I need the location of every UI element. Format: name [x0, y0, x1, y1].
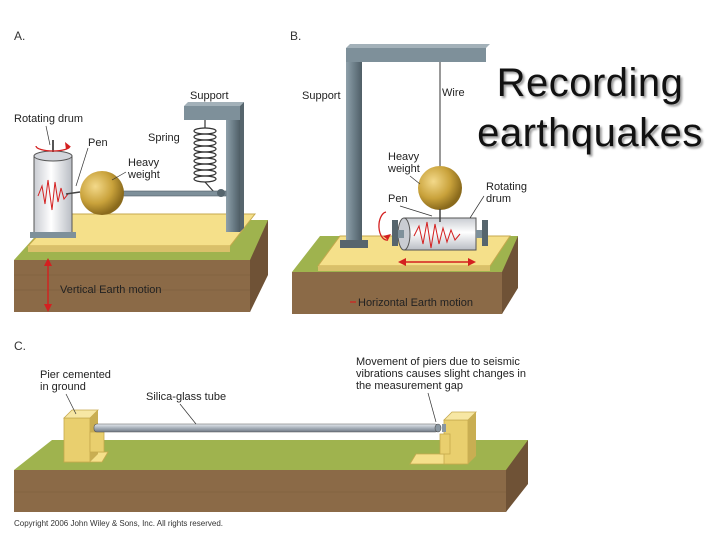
panel-a-letter: A. [14, 29, 25, 43]
left-pier [63, 409, 109, 463]
rotating-drum-label-a: Rotating drum [14, 113, 83, 125]
heavy-weight-b [418, 166, 462, 210]
panel-b-letter: B. [290, 29, 301, 43]
drum-label-b: drum [486, 193, 511, 205]
wire-label-b: Wire [442, 87, 465, 99]
horizontal-motion-label: Horizontal Earth motion [358, 297, 473, 309]
spring-label-a: Spring [148, 132, 180, 144]
pier-label-line2: in ground [40, 381, 86, 393]
vertical-motion-label: Vertical Earth motion [60, 284, 162, 296]
right-pier [409, 411, 477, 465]
panel-b: B. [290, 29, 527, 314]
ground-block-c [14, 440, 528, 512]
heavy-weight-a [80, 171, 124, 215]
movement-label-line1: Movement of piers due to seismic [356, 356, 520, 368]
support-label-a: Support [190, 90, 229, 102]
pen-label-b: Pen [388, 193, 408, 205]
pen-label-a: Pen [88, 137, 108, 149]
pendulum-arm-a [111, 190, 227, 197]
slide-title-line2: earthquakes [477, 111, 703, 155]
heavy-label-b: Heavy [388, 151, 420, 163]
support-frame-a [184, 102, 244, 232]
support-frame-b [340, 44, 490, 248]
panel-c-letter: C. [14, 339, 26, 353]
slide-title-line1: Recording [496, 61, 684, 105]
spring-a [193, 120, 217, 193]
silica-glass-tube [93, 423, 439, 433]
copyright-notice: Copyright 2006 John Wiley & Sons, Inc. A… [14, 519, 223, 528]
panel-a: A. [14, 29, 268, 312]
movement-label-line2: vibrations causes slight changes in [356, 368, 526, 380]
slide-title: Recording earthquakes [470, 58, 710, 158]
pier-label-line1: Pier cemented [40, 369, 111, 381]
horizontal-motion-arrow [350, 258, 476, 303]
tube-label: Silica-glass tube [146, 391, 226, 403]
movement-label-line3: the measurement gap [356, 380, 463, 392]
weight-label-a: weight [127, 169, 160, 181]
rotating-label-b: Rotating [486, 181, 527, 193]
rotating-drum-b [392, 217, 488, 251]
support-label-b: Support [302, 90, 341, 102]
heavy-label-a: Heavy [128, 157, 160, 169]
pen-a [65, 191, 81, 195]
vertical-motion-arrow [44, 258, 52, 312]
panel-c: C. Pier cemented in [14, 339, 528, 512]
weight-label-b: weight [387, 163, 420, 175]
rotating-drum-a [30, 140, 76, 238]
